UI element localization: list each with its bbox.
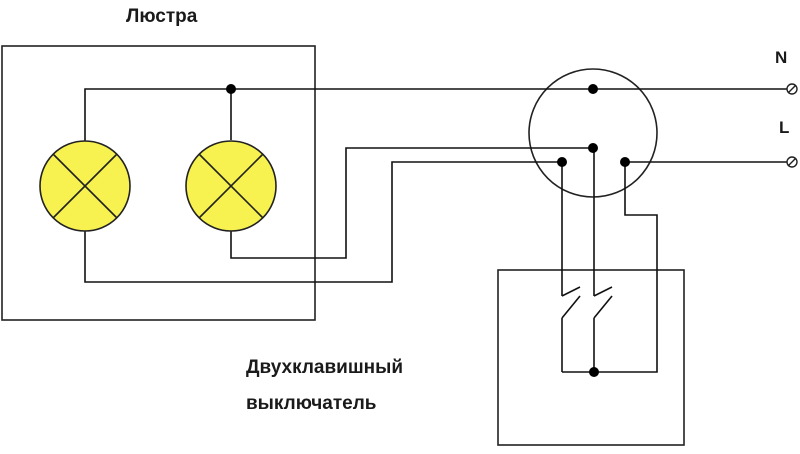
junction-box	[528, 68, 658, 198]
switch-contact-1-blade	[561, 286, 581, 297]
chandelier-box	[1, 45, 316, 321]
screw-terminal-icon	[786, 83, 798, 95]
line-to-switch-wire	[594, 162, 658, 373]
junction-dot-lamp2	[588, 143, 598, 153]
switch-contact-2-blade	[593, 286, 613, 297]
junction-dot-lamp-neutral	[226, 84, 236, 94]
junction-dot-line	[620, 157, 630, 167]
switch-label-line2: выключатель	[246, 393, 377, 414]
lamp2-switched-wire	[230, 147, 595, 282]
switch-contact-2-lever	[593, 295, 613, 319]
junction-dot-neutral	[588, 84, 598, 94]
switch-common-dot	[589, 367, 599, 377]
lamp-icon	[185, 140, 277, 232]
junction-dot-lamp1	[557, 157, 567, 167]
screw-terminal-icon	[786, 156, 798, 168]
lamp-icon	[39, 140, 131, 232]
switch-box	[497, 269, 685, 446]
neutral-terminal-label: N	[775, 48, 788, 67]
neutral-wire	[84, 88, 792, 143]
line-terminal-label: L	[779, 118, 790, 137]
switch-label-line1: Двухклавишный	[246, 357, 404, 378]
chandelier-label: Люстра	[126, 6, 198, 27]
switch-contact-1-lever	[561, 295, 581, 319]
lamp1-switched-wire	[84, 161, 563, 283]
